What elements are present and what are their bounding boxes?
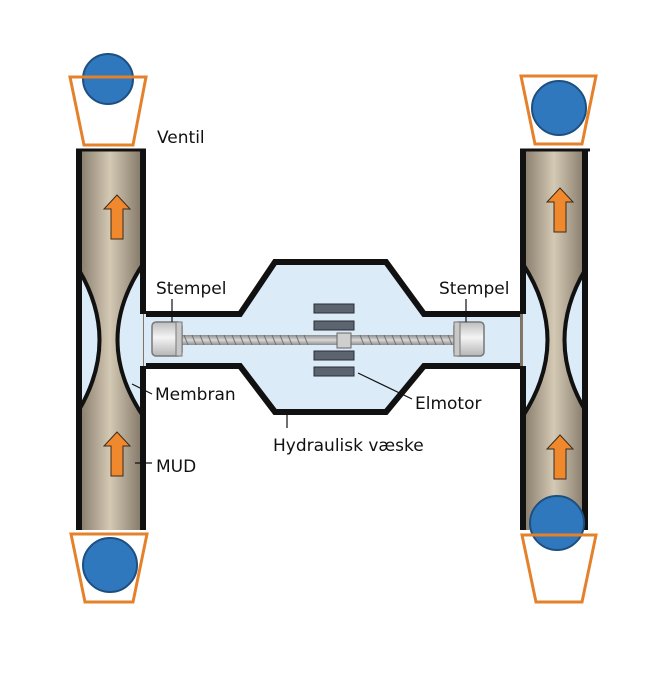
membrane-right-inner xyxy=(521,262,550,418)
housing-outline-bottom xyxy=(146,363,520,415)
rod-threads xyxy=(183,334,453,346)
threaded-rod xyxy=(180,335,460,345)
arrow-up-icon xyxy=(102,431,132,477)
piston-icon xyxy=(453,321,485,357)
membrane-right-outer xyxy=(562,268,587,412)
arrow-up-icon xyxy=(545,434,575,480)
ball-valve-icon xyxy=(520,495,598,604)
membrane-label: Membran xyxy=(155,385,236,405)
piston-label-left: Stempel xyxy=(156,279,226,299)
housing-outline-top xyxy=(146,259,520,317)
membrane-left-outer xyxy=(77,268,102,412)
motor-label: Elmotor xyxy=(415,394,481,414)
membrane-left-inner xyxy=(115,262,145,418)
piston-label-right: Stempel xyxy=(439,279,509,299)
fluid-label: Hydraulisk væske xyxy=(273,436,424,456)
mud-label: MUD xyxy=(156,457,196,477)
arrow-up-icon xyxy=(545,187,575,233)
valve-label: Ventil xyxy=(157,128,205,148)
arrow-up-icon xyxy=(102,194,132,240)
ball-valve-icon xyxy=(68,53,148,147)
ball-valve-icon xyxy=(519,74,598,146)
left-pipe xyxy=(76,148,146,530)
ball-valve-icon xyxy=(69,532,149,604)
piston-icon xyxy=(151,321,183,357)
leader-lines xyxy=(131,299,467,464)
electric-motor-icon xyxy=(313,303,355,377)
